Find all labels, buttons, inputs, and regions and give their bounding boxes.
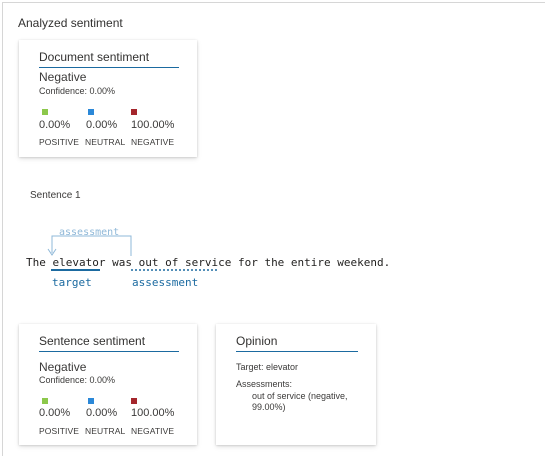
assessment-tag: assessment [132,276,199,289]
positive-score: 0.00% [39,119,71,131]
sentence-part-1: The [26,256,53,269]
opinion-title: Opinion [236,334,358,352]
negative-score: 100.00% [131,407,175,419]
arc-label: assessment [59,227,120,238]
panel-heading: Analyzed sentiment [18,16,123,30]
sentence-part-3: for the entire weekend. [231,256,391,269]
sentence-assessment-phrase: out of service [138,256,232,269]
positive-caption: POSITIVE [39,137,80,147]
sentence-part-2: was [105,256,139,269]
target-tag: target [52,276,92,289]
sentence-confidence: Confidence: 0.00% [39,375,116,385]
positive-swatch [42,398,48,404]
document-confidence: Confidence: 0.00% [39,86,116,96]
neutral-caption: NEUTRAL [85,426,126,436]
sentence-sentiment-title: Sentence sentiment [39,334,179,352]
positive-caption: POSITIVE [39,426,80,436]
analyzed-sentence: The elevator was out of service for the … [26,256,390,269]
document-sentiment-label: Negative [39,70,87,84]
negative-score: 100.00% [131,119,175,131]
neutral-caption: NEUTRAL [85,137,126,147]
opinion-assessment-line-2: 99.00%) [252,402,286,412]
negative-caption: NEGATIVE [131,137,175,147]
negative-caption: NEGATIVE [131,426,175,436]
opinion-assessment-line-1: out of service (negative, [252,391,348,401]
neutral-score: 0.00% [86,407,118,419]
document-sentiment-card: Document sentiment Negative Confidence: … [19,40,197,157]
opinion-assessments-label: Assessments: [236,379,293,389]
negative-swatch [131,398,137,404]
neutral-swatch [88,109,94,115]
positive-score: 0.00% [39,407,71,419]
document-sentiment-title: Document sentiment [39,50,179,68]
sentence-sentiment-label: Negative [39,360,87,374]
opinion-target: Target: elevator [236,362,299,372]
sentence-label: Sentence 1 [30,190,81,201]
negative-swatch [131,109,137,115]
sentence-target-word: elevator [52,256,106,269]
neutral-swatch [88,398,94,404]
opinion-card: Opinion Target: elevator Assessments: ou… [216,324,376,445]
positive-swatch [42,109,48,115]
neutral-score: 0.00% [86,119,118,131]
sentence-sentiment-card: Sentence sentiment Negative Confidence: … [19,324,197,445]
